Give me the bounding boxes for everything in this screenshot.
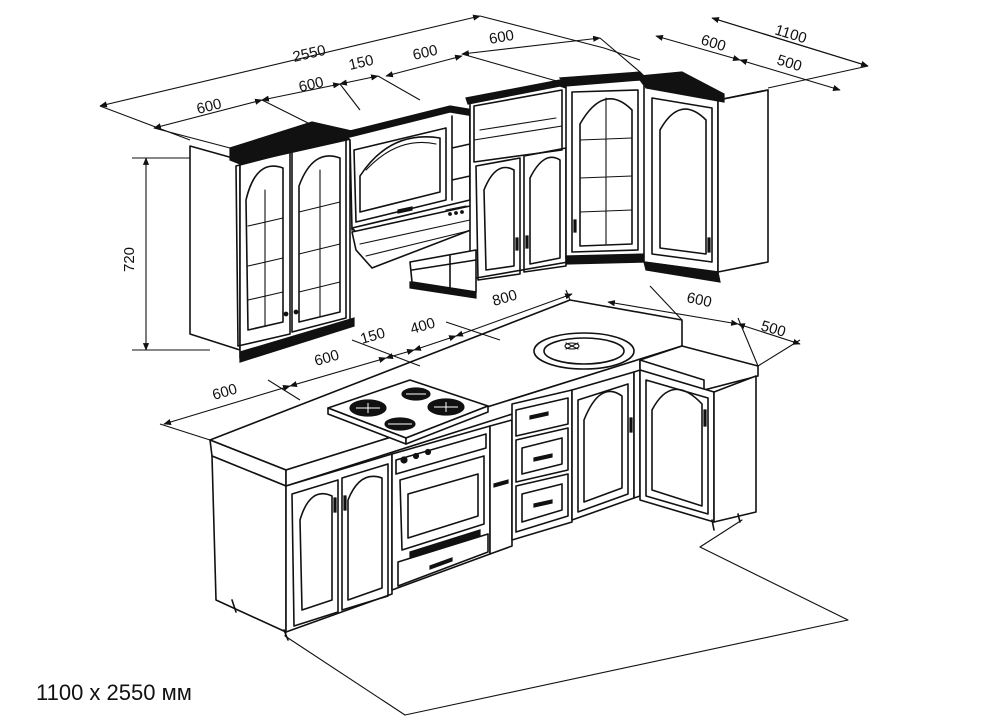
upper-glass-cabinet-left	[189, 121, 357, 363]
dim-upper-side-length: 1100	[773, 22, 809, 48]
dim-lower-seg1: 600	[210, 381, 239, 404]
base-right-cabinet	[639, 369, 757, 531]
dim-lower-seg3: 150	[358, 325, 387, 348]
dim-lower-seg5: 800	[490, 287, 519, 310]
base-double-door-cabinet	[285, 453, 393, 633]
lower-dimension-labels: 600 600 150 400 800 600 500	[210, 287, 787, 404]
upper-cabinets	[189, 71, 769, 363]
sink	[533, 332, 635, 370]
upper-corner-glass-cabinet	[558, 71, 653, 265]
kitchen-size-caption: 1100 x 2550 мм	[36, 680, 192, 705]
drawer-unit	[511, 389, 573, 541]
lower-dimension-lines	[159, 285, 801, 441]
dim-lower-seg4: 400	[408, 315, 437, 338]
dim-upper-seg4: 600	[411, 42, 439, 64]
dim-lower-side-seg1: 600	[685, 289, 713, 311]
dim-upper-seg1: 600	[195, 95, 223, 118]
hob	[327, 379, 489, 445]
dim-upper-seg2: 600	[297, 74, 325, 96]
base-corner-door	[571, 369, 641, 521]
dim-upper-side-seg2: 500	[775, 52, 804, 76]
dim-upper-overall: 2550	[291, 42, 327, 66]
dim-upper-height: 720	[121, 247, 138, 272]
hood-cabinet	[345, 105, 477, 269]
dim-upper-seg5: 600	[488, 27, 516, 48]
dim-lower-seg2: 600	[312, 347, 341, 370]
dim-lower-side-seg2: 500	[759, 318, 788, 341]
upper-right-door-cabinet	[639, 71, 769, 283]
base-left-side	[211, 455, 287, 633]
open-shelf-cabinet	[409, 79, 573, 299]
dim-upper-seg3: 150	[347, 52, 375, 74]
oven	[391, 425, 491, 591]
base-legs-left	[231, 599, 289, 641]
upper-dimension-lines	[99, 14, 869, 351]
dim-upper-side-seg1: 600	[699, 32, 728, 56]
lower-cabinets	[209, 299, 759, 641]
narrow-panel	[489, 419, 513, 555]
